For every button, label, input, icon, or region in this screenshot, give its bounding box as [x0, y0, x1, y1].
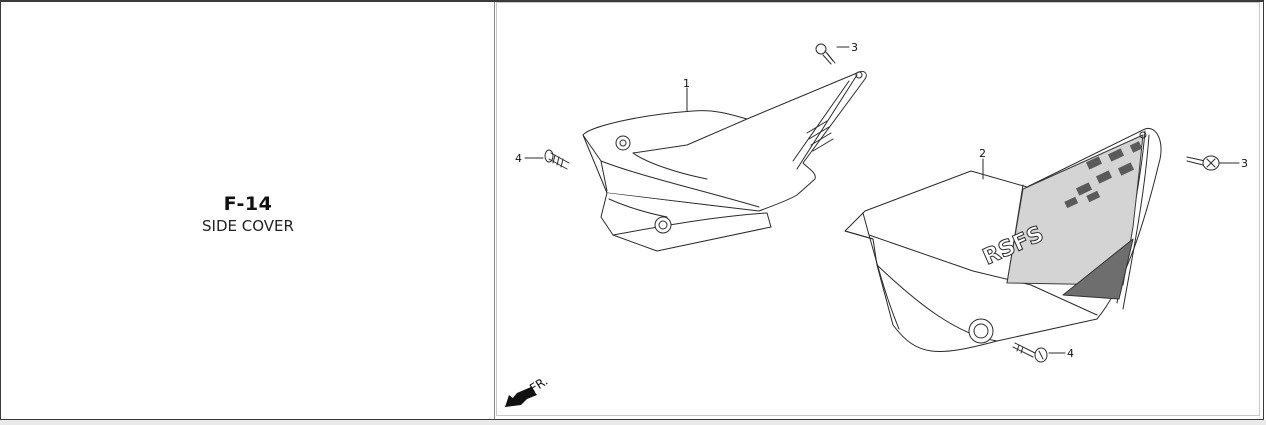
callout-screw-3-top: 3 — [851, 41, 858, 54]
figure-name: SIDE COVER — [202, 217, 294, 235]
callout-bolt-4-bottom: 4 — [1067, 347, 1074, 360]
callout-part-1: 1 — [683, 77, 690, 90]
bolt-4-left — [544, 149, 570, 170]
front-direction-arrow-icon — [505, 387, 537, 407]
figure-code: F-14 — [223, 193, 273, 215]
callout-screw-3-right: 3 — [1241, 157, 1248, 170]
side-cover-right — [844, 127, 1162, 353]
checkered-decal-pattern — [1064, 141, 1143, 209]
screw-3-right — [1186, 155, 1220, 171]
exploded-diagram-panel: RSFS 1 2 3 3 4 4 FR. — [496, 2, 1260, 416]
exploded-diagram: RSFS 1 2 3 3 4 4 FR. — [505, 41, 1248, 407]
figure-title-block: F-14 SIDE COVER — [1, 193, 495, 236]
callout-bolt-4-left: 4 — [515, 152, 522, 165]
callout-part-2: 2 — [979, 147, 986, 160]
bottom-strip — [0, 420, 1266, 425]
figure-title-panel: F-14 SIDE COVER — [1, 2, 495, 419]
bolt-4-bottom — [1012, 342, 1048, 363]
side-cover-left — [582, 70, 867, 252]
screw-3-top — [815, 43, 836, 65]
